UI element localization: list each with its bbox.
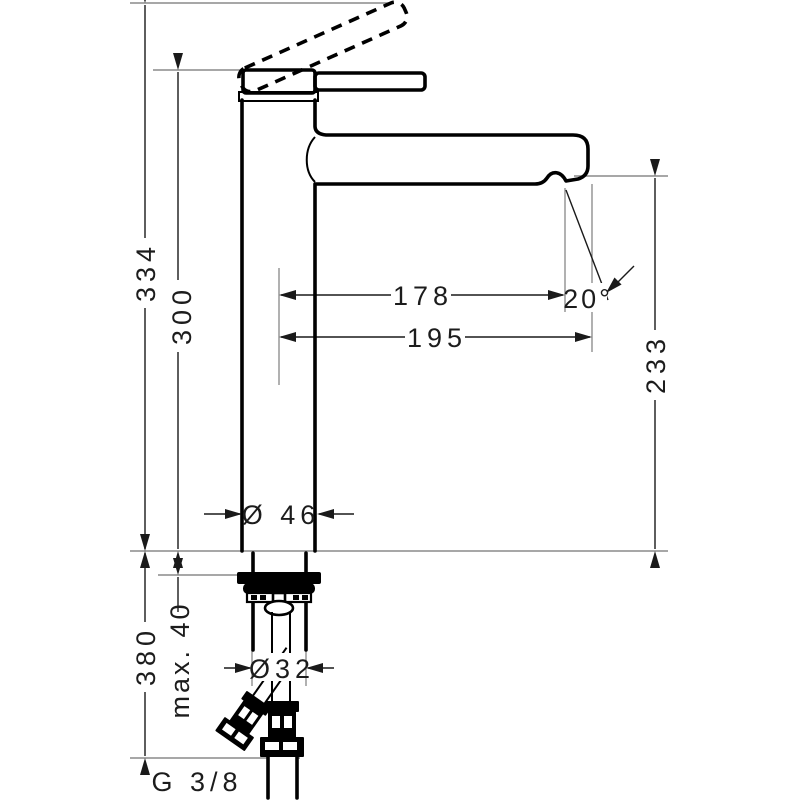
spout <box>313 98 590 186</box>
escutcheon-plate <box>237 572 321 584</box>
label-below-deck-depth: 380 <box>131 626 161 686</box>
dim-shank-diameter-32 <box>224 663 334 673</box>
label-aerator-reach: 178 <box>393 281 453 311</box>
label-handle-height: 300 <box>167 285 197 345</box>
dim-body-diameter-46 <box>204 509 354 519</box>
hose-collar <box>241 691 271 716</box>
faucet-outline <box>215 0 590 800</box>
fixation-plate-teeth <box>251 595 308 600</box>
label-shank-diameter: Ø32 <box>249 654 315 684</box>
dim-spray-angle-20 <box>565 189 635 301</box>
stud-nut <box>263 599 295 617</box>
supply-hose-vertical <box>260 612 304 800</box>
hose-collar <box>265 701 299 712</box>
spout-neck-fillet <box>305 136 316 183</box>
label-spout-height: 233 <box>641 334 671 394</box>
hose-tail-fill <box>269 757 296 799</box>
reference-lines <box>130 2 668 759</box>
label-total-reach: 195 <box>407 323 467 353</box>
lever-handle <box>313 71 427 92</box>
spray-direction-line <box>565 189 609 301</box>
sealing-washer <box>243 583 315 594</box>
dim-max-thickness-40 <box>173 558 183 612</box>
label-max-mounting-thickness: max. 40 <box>165 601 195 718</box>
mounting-assembly <box>237 551 321 652</box>
label-body-diameter: Ø 46 <box>242 500 321 530</box>
cap-collar <box>238 91 319 102</box>
lever-handle-raised-dashed <box>237 0 409 94</box>
label-spray-angle: 20° <box>563 284 613 314</box>
label-overall-height: 334 <box>131 242 161 302</box>
label-connection-thread: G 3/8 <box>151 767 242 797</box>
dimension-labels: 334 300 233 380 max. 40 178 195 20° Ø 46… <box>130 238 671 797</box>
